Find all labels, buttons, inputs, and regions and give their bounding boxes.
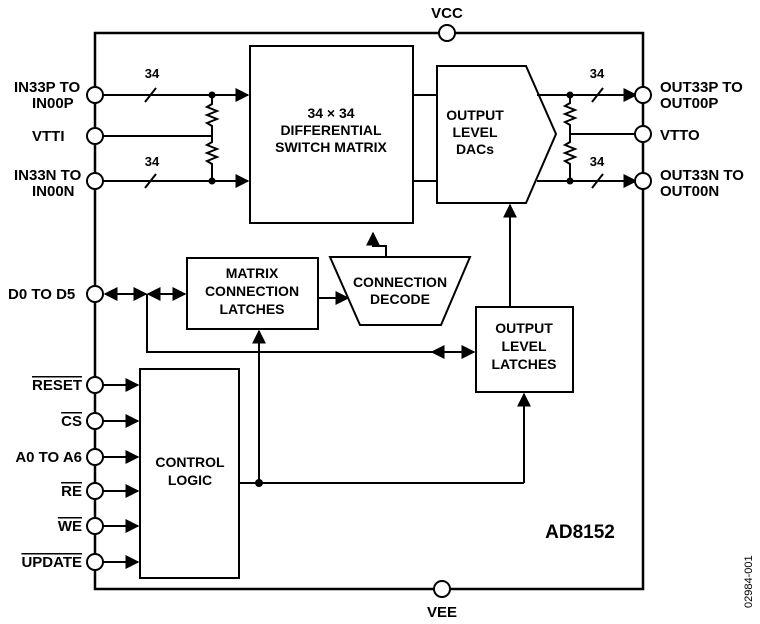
label-out-n-1: OUT33N TO [660, 167, 744, 184]
bus-width-out-p: 34 [590, 66, 605, 81]
output-dacs-block [436, 65, 558, 204]
label-vcc: VCC [431, 5, 463, 22]
pin-update [86, 553, 104, 571]
connection-decode-block [328, 256, 472, 326]
pin-vtti [86, 127, 104, 145]
pin-vcc [438, 24, 456, 42]
wire-d-output-latches [146, 294, 476, 359]
label-out-p-1: OUT33P TO [660, 79, 743, 96]
label-d: D0 TO D5 [8, 286, 75, 303]
switch-matrix-line-3: SWITCH MATRIX [275, 139, 387, 155]
matrix-latches-line-2: CONNECTION [205, 283, 299, 299]
switch-matrix-line-2: DIFFERENTIAL [280, 122, 382, 138]
pin-we [86, 517, 104, 535]
output-dacs-line-1: OUTPUT [446, 107, 504, 123]
label-vtto: VTTO [660, 127, 700, 144]
part-number: AD8152 [545, 522, 615, 543]
label-in-n-2: IN00N [32, 183, 75, 200]
matrix-latches-line-3: LATCHES [219, 301, 284, 317]
label-a: A0 TO A6 [15, 449, 82, 466]
resistor-in-bottom [204, 136, 220, 181]
junction-in-p [208, 91, 216, 99]
label-reset: RESET [32, 377, 82, 394]
matrix-latches-line-1: MATRIX [226, 265, 279, 281]
switch-matrix-block [249, 45, 414, 224]
label-in-p-1: IN33P TO [14, 79, 80, 96]
resistor-out-top [562, 95, 578, 134]
label-we: WE [58, 518, 82, 535]
control-logic-block [139, 368, 240, 579]
label-update: UPDATE [21, 554, 82, 571]
junction-in-n [208, 177, 216, 185]
decode-to-matrix-wire [366, 231, 387, 257]
label-vee: VEE [427, 604, 457, 621]
bus-width-in-p: 34 [145, 66, 160, 81]
pin-re [86, 482, 104, 500]
pin-vtto [634, 125, 652, 143]
label-in-p-2: IN00P [32, 95, 74, 112]
connection-decode-line-2: DECODE [370, 291, 430, 307]
label-in-n-1: IN33N TO [14, 167, 82, 184]
label-vtti: VTTI [32, 128, 65, 145]
label-cs: CS [61, 413, 82, 430]
pin-reset [86, 376, 104, 394]
output-latches-line-3: LATCHES [491, 356, 556, 372]
bus-slash-out-n [591, 173, 604, 189]
pin-in-p [86, 86, 104, 104]
label-re: RE [61, 483, 82, 500]
pin-in-n [86, 172, 104, 190]
bus-slash-in-n [144, 173, 157, 189]
junction-control [255, 479, 263, 487]
connection-decode-line-1: CONNECTION [353, 274, 447, 290]
control-logic-line-2: LOGIC [168, 472, 212, 488]
junction-out-n [566, 177, 574, 185]
pin-d [86, 285, 104, 303]
pin-cs [86, 412, 104, 430]
pin-vee [433, 580, 451, 598]
pin-out-p [634, 86, 652, 104]
resistor-in-top [204, 95, 220, 136]
output-dacs-line-3: DACs [456, 141, 494, 157]
label-out-n-2: OUT00N [660, 183, 719, 200]
resistor-out-bottom [562, 134, 578, 181]
output-dacs-line-2: LEVEL [452, 124, 498, 140]
figure-id: 02984-001 [743, 555, 755, 608]
bus-width-in-n: 34 [145, 154, 160, 169]
junction-out-p [566, 91, 574, 99]
switch-matrix-line-1: 34 × 34 [307, 105, 354, 121]
label-out-p-2: OUT00P [660, 95, 718, 112]
bus-slash-in-p [144, 87, 157, 103]
output-latches-block [475, 306, 574, 393]
pin-a [86, 448, 104, 466]
matrix-latches-block [186, 257, 319, 330]
bus-slash-out-p [591, 87, 604, 103]
output-latches-line-2: LEVEL [501, 338, 547, 354]
control-logic-line-1: CONTROL [155, 454, 225, 470]
chip-outline [93, 31, 645, 591]
bus-width-out-n: 34 [590, 154, 605, 169]
output-latches-line-1: OUTPUT [495, 320, 553, 336]
pin-out-n [634, 172, 652, 190]
